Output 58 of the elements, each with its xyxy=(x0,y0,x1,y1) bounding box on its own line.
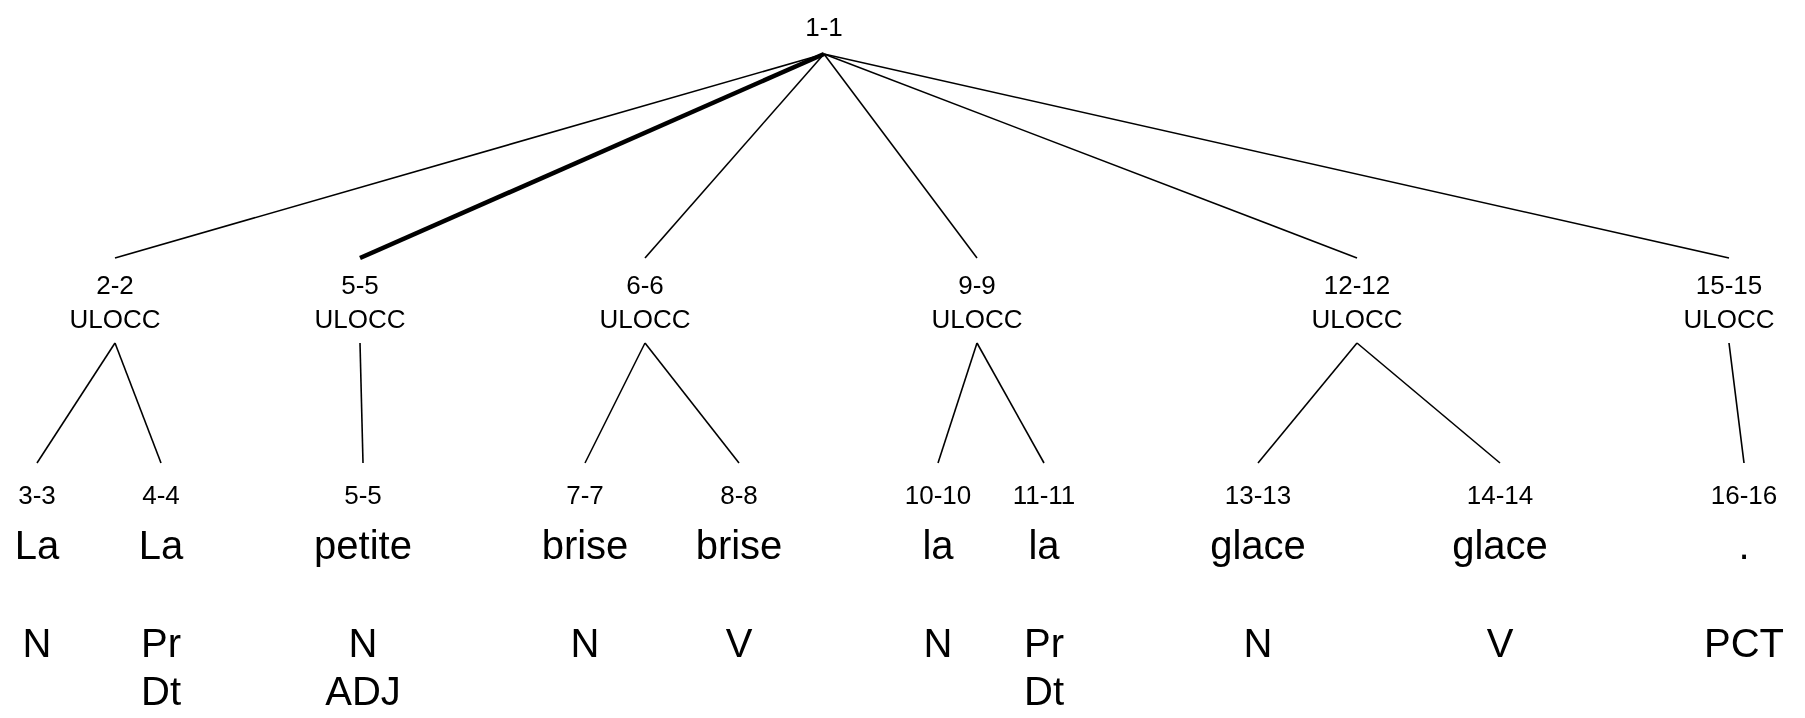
pos-tag: N xyxy=(570,619,600,667)
pos-tag: PCT xyxy=(1704,619,1784,667)
span-label: 16-16 xyxy=(1710,479,1778,512)
span-label: 14-14 xyxy=(1466,479,1534,512)
tree-branch xyxy=(1257,342,1358,464)
word-label: brise xyxy=(695,522,783,568)
span-label: 4-4 xyxy=(142,479,180,512)
pos-tag: V xyxy=(1486,619,1514,667)
category-label: ULOCC xyxy=(1683,303,1775,336)
category-label: ULOCC xyxy=(69,303,161,336)
span-label: 2-2 xyxy=(96,269,134,302)
word-label: La xyxy=(14,522,60,568)
category-label: ULOCC xyxy=(314,303,406,336)
span-label: 5-5 xyxy=(344,479,382,512)
category-label: ULOCC xyxy=(599,303,691,336)
tree-branch xyxy=(823,53,1730,259)
pos-tag: N ADJ xyxy=(325,619,401,715)
tree-branch xyxy=(937,342,978,464)
pos-tag: N xyxy=(1243,619,1273,667)
pos-tag: N xyxy=(22,619,52,667)
word-label: la xyxy=(1028,522,1060,568)
word-label: glace xyxy=(1452,522,1548,568)
span-label: 5-5 xyxy=(341,269,379,302)
tree-branch xyxy=(584,342,646,464)
span-label: 7-7 xyxy=(566,479,604,512)
word-label: petite xyxy=(314,522,412,568)
pos-tag: N xyxy=(923,619,953,667)
span-label: 8-8 xyxy=(720,479,758,512)
span-label: 13-13 xyxy=(1224,479,1292,512)
span-label: 9-9 xyxy=(958,269,996,302)
span-label: 10-10 xyxy=(904,479,972,512)
word-label: la xyxy=(922,522,954,568)
tree-branch xyxy=(1356,342,1501,464)
span-label: 15-15 xyxy=(1695,269,1763,302)
pos-tag: Pr Dt xyxy=(141,619,181,715)
tree-branch xyxy=(644,53,825,259)
tree-branch xyxy=(114,342,162,464)
tree-branch xyxy=(976,342,1045,464)
word-label: . xyxy=(1738,522,1750,568)
span-label: 3-3 xyxy=(18,479,56,512)
tree-branch xyxy=(1728,342,1745,464)
tree-branch xyxy=(359,51,825,261)
word-label: brise xyxy=(541,522,629,568)
word-label: La xyxy=(138,522,184,568)
span-label: 1-1 xyxy=(805,11,843,44)
tree-branch xyxy=(36,342,116,464)
pos-tag: V xyxy=(725,619,753,667)
tree-branch xyxy=(823,53,1358,259)
pos-tag: Pr Dt xyxy=(1024,619,1064,715)
tree-branch xyxy=(359,342,364,464)
category-label: ULOCC xyxy=(1311,303,1403,336)
category-label: ULOCC xyxy=(931,303,1023,336)
tree-branch xyxy=(823,53,978,259)
span-label: 11-11 xyxy=(1012,479,1076,512)
tree-branch xyxy=(644,342,740,464)
span-label: 12-12 xyxy=(1323,269,1391,302)
word-label: glace xyxy=(1210,522,1306,568)
span-label: 6-6 xyxy=(626,269,664,302)
